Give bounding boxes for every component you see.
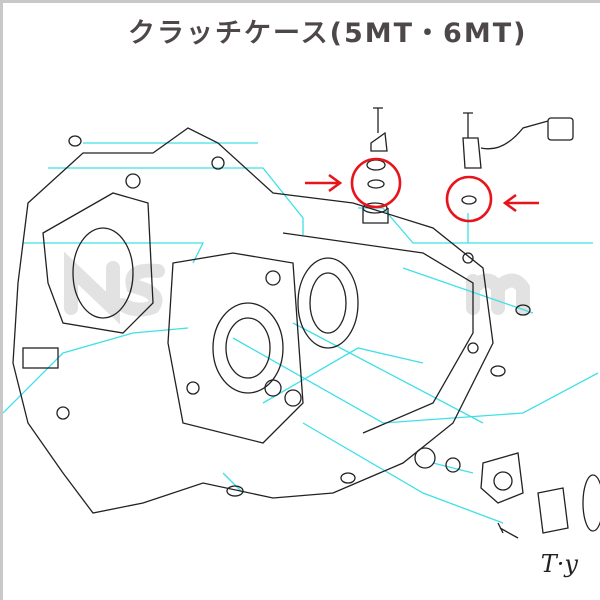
watermark (64, 251, 530, 325)
highlights (305, 157, 539, 223)
arrow-left-icon (502, 193, 539, 213)
page-title: クラッチケース(5MT・6MT) (128, 18, 528, 49)
highlight-circle-right (445, 175, 493, 223)
case-outline (12, 107, 600, 539)
arrow-right-icon (305, 173, 343, 193)
signature-logo: T·y (540, 550, 578, 578)
leader-lines (3, 142, 599, 524)
clutch-case-drawing (3, 107, 600, 539)
highlight-circle-left (350, 157, 402, 209)
